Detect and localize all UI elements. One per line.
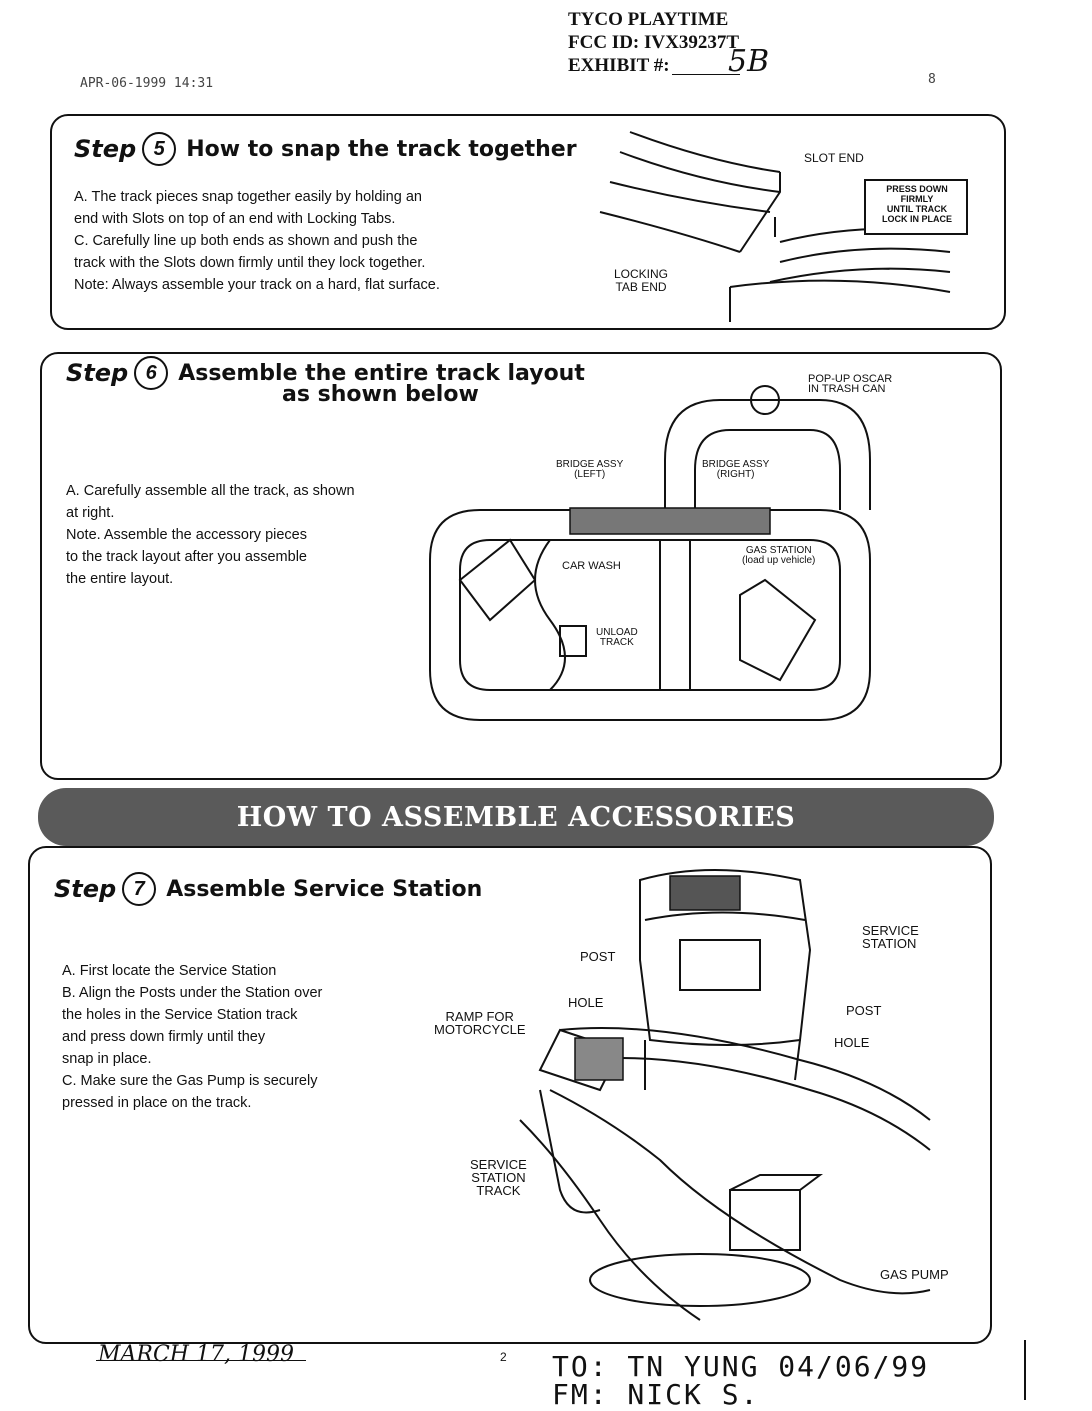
track-snap-illustration xyxy=(599,131,968,322)
service-station-track-label: SERVICE STATION TRACK xyxy=(470,1157,527,1198)
instruction-line: the holes in the Service Station track xyxy=(62,1007,298,1023)
locking-tab-end-label: LOCKING TAB END xyxy=(614,267,669,294)
bridge-left-label: BRIDGE ASSY (LEFT) xyxy=(556,459,624,480)
step-number: 5 xyxy=(142,132,177,166)
exhibit-label: EXHIBIT #: xyxy=(568,55,670,76)
step-label: Step xyxy=(66,359,129,387)
step6-heading: Step 6 Assemble the entire track layout xyxy=(66,356,585,390)
step5-heading: Step 5 How to snap the track together xyxy=(74,132,577,166)
hole-right-label: HOLE xyxy=(834,1035,870,1050)
step5-instructions: A. The track pieces snap together easily… xyxy=(74,186,440,296)
instruction-line: A. First locate the Service Station xyxy=(62,963,277,979)
company-name: TYCO PLAYTIME xyxy=(568,9,729,30)
instruction-line: end with Slots on top of an end with Loc… xyxy=(74,211,396,227)
instruction-line: A. The track pieces snap together easily… xyxy=(74,189,422,205)
step6-instructions: A. Carefully assemble all the track, as … xyxy=(66,480,355,590)
step7-instructions: A. First locate the Service Station B. A… xyxy=(62,960,322,1114)
fax-stamp: APR-06-1999 14:31 xyxy=(80,76,214,91)
instruction-line: C. Carefully line up both ends as shown … xyxy=(74,233,418,249)
step7-panel xyxy=(28,846,992,1344)
instruction-line: pressed in place on the track. xyxy=(62,1095,252,1111)
instruction-line: B. Align the Posts under the Station ove… xyxy=(62,985,323,1001)
exhibit-mark: 5B xyxy=(728,44,770,79)
instruction-line: to the track layout after you assemble xyxy=(66,549,307,565)
instruction-line: Note. Assemble the accessory pieces xyxy=(66,527,307,543)
service-station-label: SERVICE STATION xyxy=(862,923,919,951)
gas-station-label: GAS STATION (load up vehicle) xyxy=(742,545,816,566)
unload-track-label: UNLOAD TRACK xyxy=(596,627,638,648)
instruction-line: snap in place. xyxy=(62,1051,152,1067)
exhibit-underline xyxy=(672,74,740,75)
banner-title: HOW TO ASSEMBLE ACCESSORIES xyxy=(236,801,796,833)
step-number: 6 xyxy=(134,356,169,390)
car-wash-label: CAR WASH xyxy=(562,560,621,572)
step-number: 7 xyxy=(122,872,157,906)
instruction-line: the entire layout. xyxy=(66,571,174,587)
post-right-label: POST xyxy=(846,1003,882,1018)
margin-line xyxy=(1024,1340,1026,1400)
accessories-banner: HOW TO ASSEMBLE ACCESSORIES xyxy=(38,788,994,846)
track-layout-diagram xyxy=(429,385,871,721)
instruction-line: at right. xyxy=(66,505,115,521)
press-down-label: PRESS DOWN FIRMLY UNTIL TRACK LOCK IN PL… xyxy=(881,184,952,224)
gas-pump-label: GAS PUMP xyxy=(880,1267,949,1282)
instruction-line: Note: Always assemble your track on a ha… xyxy=(74,277,440,293)
to-line: TO: TN YUNG 04/06/99 xyxy=(552,1350,930,1383)
instruction-line: A. Carefully assemble all the track, as … xyxy=(66,483,355,499)
service-station-illustration xyxy=(519,869,931,1321)
post-left-label: POST xyxy=(580,949,616,964)
instruction-line: and press down firmly until they xyxy=(62,1029,266,1045)
fcc-id: FCC ID: IVX39237T xyxy=(568,32,739,53)
step7-title: Assemble Service Station xyxy=(166,876,483,902)
step6-title: Assemble the entire track layout xyxy=(178,360,585,386)
hole-left-label: HOLE xyxy=(568,995,604,1010)
signature-underline xyxy=(96,1360,306,1361)
bridge-right-label: BRIDGE ASSY (RIGHT) xyxy=(702,459,770,480)
from-line: FM: NICK S. xyxy=(552,1378,760,1411)
instruction-line: C. Make sure the Gas Pump is securely xyxy=(62,1073,318,1089)
instruction-line: track with the Slots down firmly until t… xyxy=(74,255,426,271)
ramp-label: RAMP FOR MOTORCYCLE xyxy=(434,1009,526,1037)
step6-panel xyxy=(40,352,1002,780)
step6-title-line2: as shown below xyxy=(282,382,479,407)
page-number: 2 xyxy=(500,1350,507,1364)
step-label: Step xyxy=(74,135,137,163)
page-corner: 8 xyxy=(928,72,936,87)
step-label: Step xyxy=(54,875,117,903)
step7-heading: Step 7 Assemble Service Station xyxy=(54,872,482,906)
slot-end-label: SLOT END xyxy=(804,151,864,165)
pop-up-oscar-label: POP-UP OSCAR IN TRASH CAN xyxy=(808,373,893,395)
signature-date: MARCH 17, 1999 xyxy=(98,1342,294,1367)
step5-title: How to snap the track together xyxy=(186,136,577,162)
step5-panel xyxy=(50,114,1006,330)
